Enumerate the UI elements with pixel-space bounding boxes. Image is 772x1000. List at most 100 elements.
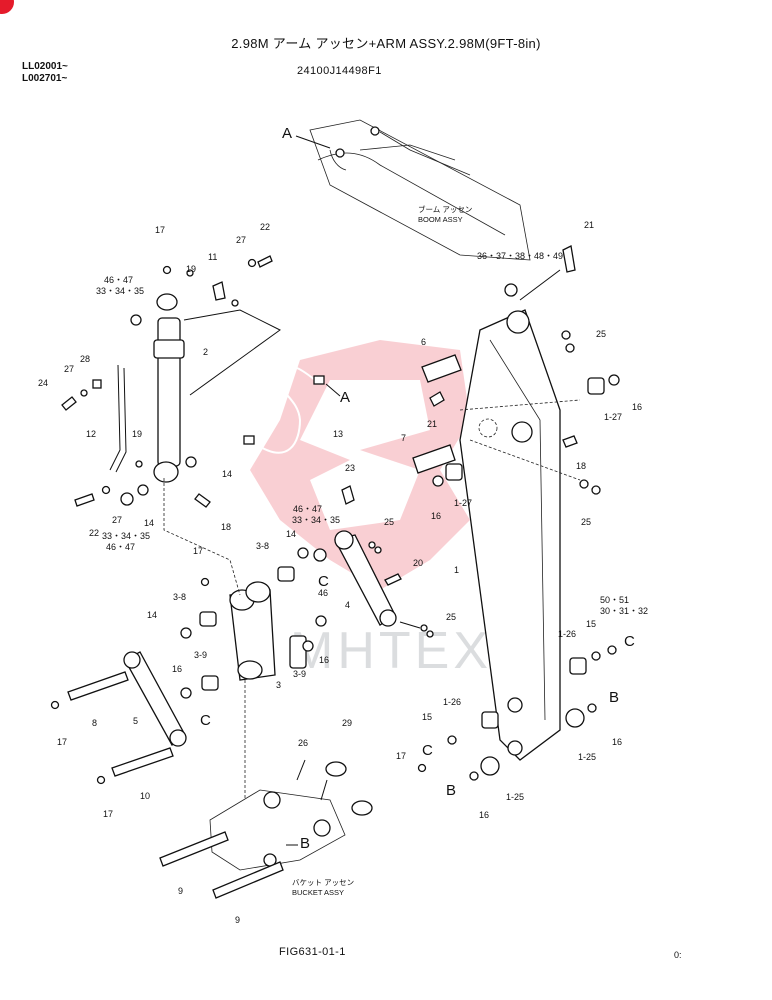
part-callout: 25 (384, 517, 394, 527)
part-number: 24100J14498F1 (297, 65, 382, 77)
seal-46a (130, 314, 142, 326)
bushing-1-26b (481, 711, 499, 729)
arm-boss-mid (511, 421, 533, 443)
part-callout: 25 (581, 517, 591, 527)
part-callout: 46 (318, 588, 328, 598)
hose-fitting-b (243, 435, 255, 445)
boom-hose-line (359, 144, 456, 161)
link-4-eye-top (334, 530, 354, 550)
part-callout: 11 (208, 252, 217, 262)
pin-9a (159, 831, 229, 867)
nut-25h (591, 485, 601, 495)
part-callout: 27 (112, 515, 122, 525)
link-5-group (50, 651, 187, 785)
reference-letter: A (282, 125, 292, 142)
clip-28 (92, 379, 102, 389)
part-callout: 16 (172, 664, 182, 674)
pin-26b (320, 779, 328, 801)
nut-25e (561, 330, 571, 340)
pin-9b (212, 861, 284, 899)
part-callout: 30・31・32 (600, 606, 648, 616)
seal-46b (315, 615, 327, 627)
part-callout: 21 (584, 220, 594, 230)
collar-1-25a (565, 708, 585, 728)
part-callout: 17 (155, 225, 165, 235)
fitting-18a (194, 493, 211, 508)
part-callout: 17 (396, 751, 406, 761)
collar-1-25b (480, 756, 500, 776)
bolt-22a (74, 493, 95, 507)
part-callout: 3-8 (173, 592, 186, 602)
boom-hose-line-2 (379, 131, 471, 176)
part-callout: 3-9 (194, 650, 207, 660)
part-callout: 33・34・35 (102, 531, 150, 541)
reference-letter: C (422, 742, 433, 759)
watermark-logo (250, 340, 470, 590)
part-callout: 16 (632, 402, 642, 412)
seal-16d (432, 475, 444, 487)
watermark-logo-shape (250, 340, 470, 590)
link-3-boss-top-2 (245, 581, 271, 603)
part-callout: 5 (133, 716, 138, 726)
bolt-24 (61, 396, 77, 411)
seal-16c (608, 374, 620, 386)
part-callout: 17 (103, 809, 113, 819)
ring-29b (351, 800, 373, 816)
bucket-assembly (159, 759, 373, 899)
link-4-leader (399, 621, 421, 629)
reference-letter: C (200, 712, 211, 729)
arm-inner-line (489, 339, 546, 721)
bolt-21b (429, 391, 445, 407)
seal-16b (302, 640, 314, 652)
part-callout: 1-26 (558, 629, 576, 639)
pin-axis-1 (163, 478, 241, 596)
part-callout: 6 (421, 337, 426, 347)
arm-boss-top (506, 310, 530, 334)
link-3-boss-bottom (237, 660, 263, 680)
pin-7 (412, 444, 456, 474)
seal-14d (297, 547, 309, 559)
part-callout: 14 (222, 469, 232, 479)
part-callout: 14 (147, 610, 157, 620)
seal-33b (313, 548, 327, 562)
bushing-1-27a (587, 377, 605, 395)
shim-36 (504, 283, 518, 297)
hose-13-core (249, 365, 316, 454)
hose-route-line (183, 309, 281, 396)
nut-25a (368, 541, 376, 549)
part-callout: 17 (57, 737, 67, 747)
seal-16e (587, 703, 597, 713)
cylinder-eye-bottom (153, 461, 179, 483)
part-callout: 17 (193, 546, 203, 556)
cylinder-eye-top (156, 293, 178, 311)
shim-50 (607, 645, 617, 655)
serial-range-2: L002701~ (22, 73, 68, 84)
grease-fitting-17c (50, 700, 60, 710)
nut-25f (565, 343, 575, 353)
bolt-22b (257, 255, 273, 268)
part-callout: 19 (132, 429, 142, 439)
part-callout: 12 (86, 429, 96, 439)
link-4-eye-bottom (379, 609, 397, 627)
serial-range-1: LL02001~ (22, 61, 68, 72)
part-callout: 1-25 (578, 752, 596, 762)
bucket-caption: バケット アッセン BUCKET ASSY (292, 878, 354, 897)
bushing-1-26a (569, 657, 587, 675)
nut-25b (374, 546, 382, 554)
leader-a-top (295, 135, 331, 149)
link-5-eye-bottom (169, 729, 187, 747)
part-callout: 10 (140, 791, 150, 801)
part-callout: 2 (203, 347, 208, 357)
washer-27c (247, 258, 257, 268)
part-callout: 1-27 (454, 498, 472, 508)
seal-16a (180, 687, 192, 699)
boom-caption-en: BOOM ASSY (418, 215, 463, 224)
pin-6 (421, 354, 462, 383)
seal-14b (137, 484, 149, 496)
pipe-12-side (115, 367, 127, 473)
part-callout: 20 (413, 558, 423, 568)
grease-fitting-17b (200, 577, 210, 587)
bucket-caption-jp: バケット アッセン (292, 878, 354, 887)
arm-axis-1 (459, 399, 581, 411)
